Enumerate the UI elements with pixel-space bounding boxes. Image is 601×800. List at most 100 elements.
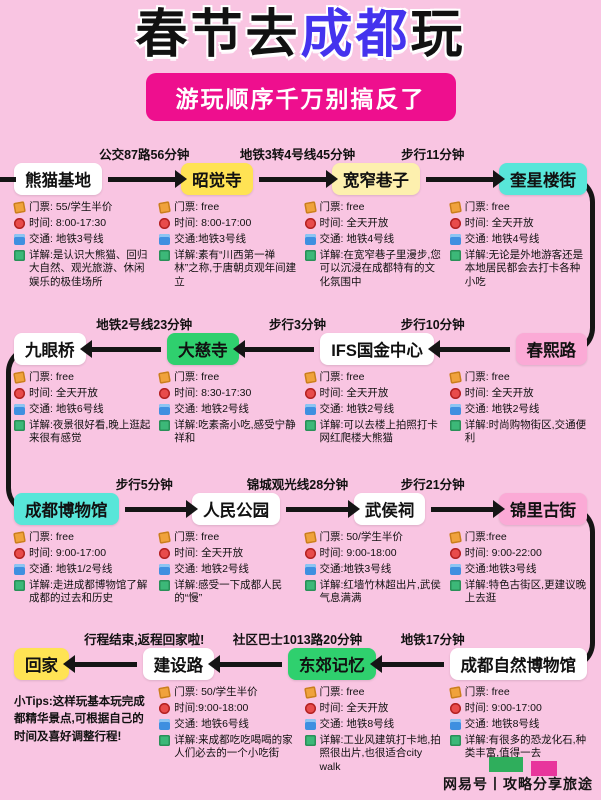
transport-label: 步行3分钟 bbox=[269, 318, 326, 332]
watermark-highlight-pink bbox=[531, 761, 557, 776]
transport-labels: 行程结束,返程回家啦!社区巴士1013路20分钟地铁17分钟 bbox=[0, 625, 601, 647]
header: 春节去成都玩 游玩顺序千万别搞反了 bbox=[0, 0, 601, 140]
detail-line: 交通: 地铁6号线 bbox=[14, 403, 151, 417]
book-icon bbox=[449, 734, 461, 746]
stops-row: 回家建设路东郊记忆成都自然博物馆 bbox=[0, 647, 601, 681]
flow-arrow-icon bbox=[220, 661, 282, 667]
book-icon bbox=[304, 579, 316, 591]
detail-line: 门票: free bbox=[448, 686, 587, 700]
detail-text: 详解:素有“川西第一禅林”之称,于唐朝贞观年间建立 bbox=[174, 248, 297, 289]
detail-text: 交通: 地铁8号线 bbox=[319, 717, 395, 730]
book-icon bbox=[159, 579, 171, 591]
detail-line: 时间: 9:00-17:00 bbox=[14, 547, 151, 561]
detail-text: 门票: free bbox=[174, 531, 220, 543]
detail-line: 详解:无论是外地游客还是本地居民都会去打卡各种小吃 bbox=[449, 249, 587, 291]
detail-line: 交通: 地铁8号线 bbox=[304, 717, 442, 732]
flow-arrow-icon bbox=[425, 176, 494, 182]
detail-line: 交通: 地铁1/2号线 bbox=[14, 563, 151, 577]
detail-line: 时间: 全天开放 bbox=[14, 387, 151, 401]
page-title: 春节去成都玩 bbox=[0, 6, 601, 66]
detail-text: 详解:时尚购物街区,交通便利 bbox=[464, 418, 587, 445]
route-connector-right-2 bbox=[557, 506, 595, 669]
stop-pill: 东郊记忆 bbox=[287, 648, 376, 680]
bus-icon bbox=[159, 563, 171, 575]
flow-arrow-icon bbox=[244, 346, 315, 352]
detail-text: 详解:夜景很好看,晚上逛起来很有感觉 bbox=[29, 418, 151, 445]
ticket-icon bbox=[448, 686, 462, 699]
detail-text: 交通: 地铁2号线 bbox=[319, 402, 395, 415]
detail-text: 交通: 地铁2号线 bbox=[464, 402, 540, 415]
detail-line: 详解:夜景很好看,晚上逛起来很有感觉 bbox=[14, 419, 151, 447]
detail-line: 详解:可以去楼上拍照打卡网红爬楼大熊猫 bbox=[304, 418, 442, 447]
detail-text: 详解:可以去楼上拍照打卡网红爬楼大熊猫 bbox=[319, 418, 438, 445]
detail-text: 交通: 地铁4号线 bbox=[319, 232, 395, 245]
detail-line: 详解:时尚购物街区,交通便利 bbox=[449, 418, 587, 447]
book-icon bbox=[449, 579, 461, 591]
transport-label: 步行11分钟 bbox=[401, 148, 465, 162]
detail-text: 时间: 全天开放 bbox=[174, 546, 244, 559]
clock-icon bbox=[304, 702, 316, 714]
detail-text: 详解:在宽窄巷子里漫步,您可以沉浸在成都特有的文化氛围中 bbox=[319, 248, 441, 289]
detail-line: 详解:素有“川西第一禅林”之称,于唐朝贞观年间建立 bbox=[159, 249, 296, 291]
bus-icon bbox=[14, 563, 25, 575]
stop-details: 小Tips:这样玩基本玩完成都精华景点,可根据自己的时间及喜好调整行程! bbox=[14, 686, 151, 777]
detail-line: 详解:是认识大熊猫、回归大自然、观光旅游、休闲娱乐的极佳场所 bbox=[14, 249, 151, 291]
flow-arrow-icon bbox=[75, 661, 137, 667]
transport-labels: 步行5分钟锦城观光线28分钟步行21分钟 bbox=[0, 470, 601, 492]
bus-icon bbox=[159, 718, 171, 730]
detail-line: 交通: 地铁2号线 bbox=[304, 402, 442, 417]
stop-pill: 奎星楼街 bbox=[499, 163, 588, 195]
detail-line: 交通: 地铁8号线 bbox=[449, 718, 587, 732]
transport-labels: 公交87路56分钟地铁3转4号线45分钟步行11分钟 bbox=[0, 140, 601, 162]
clock-icon bbox=[159, 702, 171, 714]
ticket-icon bbox=[303, 201, 317, 214]
detail-text: 交通: 地铁6号线 bbox=[29, 402, 104, 415]
stop-pill: 成都博物馆 bbox=[14, 493, 119, 525]
detail-line: 时间: 全天开放 bbox=[449, 387, 587, 401]
transport-label: 步行10分钟 bbox=[400, 318, 465, 332]
detail-line: 详解:吃素斋小吃,感受宁静祥和 bbox=[159, 419, 296, 447]
title-suffix: 玩 bbox=[410, 6, 466, 64]
stop-pill: 熊猫基地 bbox=[14, 163, 102, 195]
detail-line: 详解:红墙竹林超出片,武侯气息满满 bbox=[304, 579, 442, 607]
bus-icon bbox=[14, 403, 25, 415]
detail-line: 交通:地铁3号线 bbox=[449, 563, 587, 577]
detail-text: 时间: 9:00-17:00 bbox=[464, 701, 542, 714]
bus-icon bbox=[449, 403, 461, 415]
detail-line: 门票: free bbox=[158, 371, 296, 385]
transport-label: 地铁2号线23分钟 bbox=[96, 318, 193, 332]
route-sections: 公交87路56分钟地铁3转4号线45分钟步行11分钟熊猫基地昭觉寺宽窄巷子奎星楼… bbox=[0, 140, 601, 800]
detail-line: 时间: 全天开放 bbox=[304, 701, 442, 716]
clock-icon bbox=[304, 547, 316, 559]
book-icon bbox=[304, 249, 316, 261]
detail-line: 门票: 50/学生半价 bbox=[158, 686, 296, 700]
detail-line: 详解:来成都吃吃喝喝的家人们必去的一个小吃街 bbox=[159, 734, 296, 762]
clock-icon bbox=[304, 217, 316, 229]
detail-line: 交通: 地铁2号线 bbox=[159, 563, 296, 577]
detail-text: 时间: 全天开放 bbox=[319, 701, 389, 714]
stop-pill: 锦里古街 bbox=[499, 493, 588, 525]
book-icon bbox=[14, 249, 25, 261]
detail-line: 门票: free bbox=[303, 371, 442, 385]
detail-line: 交通: 地铁3号线 bbox=[14, 233, 151, 247]
detail-text: 时间: 9:00-18:00 bbox=[319, 546, 397, 559]
book-icon bbox=[14, 579, 25, 591]
detail-line: 门票:free bbox=[448, 531, 587, 545]
detail-line: 时间: 9:00-22:00 bbox=[449, 547, 587, 561]
clock-icon bbox=[159, 547, 171, 559]
detail-line: 门票: free bbox=[448, 371, 587, 385]
route-connector-right-1 bbox=[557, 176, 595, 354]
watermark-highlight-green bbox=[489, 757, 523, 772]
detail-text: 门票: 55/学生半价 bbox=[29, 201, 113, 213]
stop-pill: 春熙路 bbox=[515, 333, 587, 365]
detail-text: 门票: free bbox=[174, 371, 220, 383]
transport-label: 步行5分钟 bbox=[115, 478, 173, 492]
